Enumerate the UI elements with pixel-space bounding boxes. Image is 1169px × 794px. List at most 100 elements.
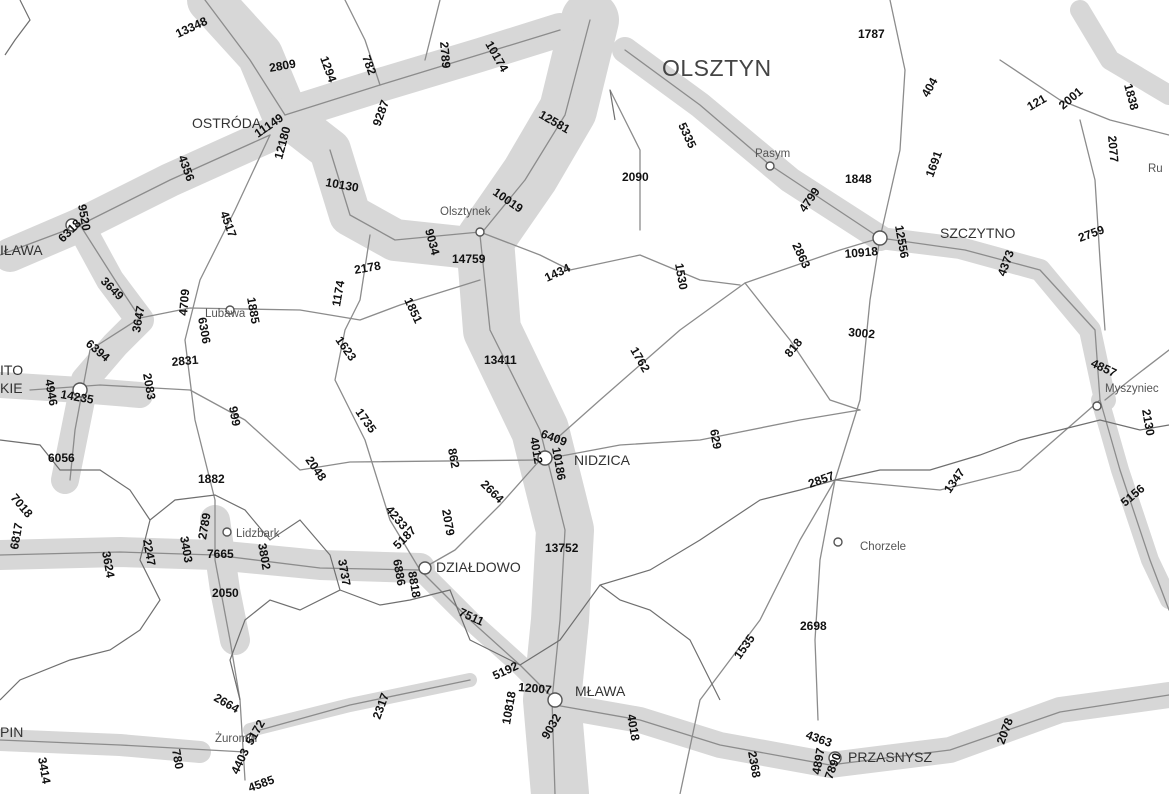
count-label: 2831 [171,353,199,369]
count-label: 782 [359,53,379,77]
road-13 [744,282,861,411]
road-19 [139,279,481,321]
road-31 [1104,349,1169,401]
count-label: 3624 [99,550,117,579]
count-label: 4946 [42,378,60,407]
band-lidzbark-south [200,505,250,655]
marker-przasnysz [828,751,842,765]
city-ilawa-edge: IŁAWA [0,242,43,258]
count-label: 6056 [48,451,75,465]
count-label: 2050 [212,586,239,600]
band-szczytno-ne [1070,0,1169,105]
road-24 [0,551,421,571]
marker-lubawa [225,305,235,315]
city-zuromin: Żuromin [215,732,257,745]
road-14 [1079,119,1106,331]
road-15 [999,59,1169,136]
count-label: 3737 [335,558,353,587]
count-label: 4517 [217,209,239,239]
road-3 [329,149,481,241]
road-27 [679,479,836,794]
city-mlawa: MŁAWA [575,683,626,699]
marker-zuromin [245,733,255,743]
count-label: 13348 [173,14,209,41]
count-label: 2368 [745,750,763,779]
count-label: 862 [445,447,462,469]
count-label: 1174 [329,279,347,307]
road-12 [554,237,881,441]
count-label: 4897 [809,746,827,775]
count-label: 4018 [624,713,642,742]
count-label: 12007 [518,680,553,697]
count-label: 1838 [1121,82,1142,112]
road-1 [204,0,286,116]
count-label: 1882 [198,472,225,486]
count-label: 6306 [195,316,213,345]
count-label: 10130 [324,175,360,195]
marker-pasym [765,161,775,171]
band-ostroda-olsztynek [264,94,491,269]
road-28 [259,679,471,731]
count-label: 4585 [246,772,276,794]
count-label: 2759 [1076,222,1106,244]
road-21 [29,384,541,471]
count-label: 4403 [228,746,252,776]
marker-myszyniec [1092,401,1102,411]
count-label: 3647 [129,304,147,333]
count-label: 2698 [800,619,827,633]
count-label: 10186 [549,446,569,482]
city-ostroda: OSTRÓDA [192,115,262,131]
count-label: 6886 [390,558,408,587]
city-west-edge-2: KIE [0,380,23,396]
count-label: 1691 [923,149,945,179]
road-22 [419,459,541,571]
marker-nidzica [537,450,553,466]
count-label: 2247 [140,538,158,567]
count-label: 6817 [7,521,25,550]
count-label: 12556 [892,224,912,260]
marker-szczytno [872,230,888,246]
count-label: 5335 [675,120,699,150]
road-16 [0,134,271,256]
city-pasym: Pasym [755,148,790,160]
marker-chorzele [833,537,843,547]
count-label: 999 [226,405,243,427]
count-label: 2079 [439,508,457,537]
road-20 [334,234,421,571]
count-label: 4709 [176,288,192,316]
road-s7 [479,19,591,794]
count-label: 629 [707,428,724,450]
count-label: 2077 [1105,135,1121,163]
count-label: 13411 [484,353,517,367]
voivodeship-border [0,419,1169,701]
road-26 [554,694,1169,766]
count-label: 3002 [848,325,876,341]
count-label: 1623 [333,334,360,364]
count-label: 2789 [195,511,213,540]
city-przasnysz: PRZASNYSZ [848,749,932,765]
count-label: 1787 [858,27,885,41]
road-23 [539,409,861,461]
count-label: 2130 [1139,408,1157,437]
city-labels: OLSZTYN OSTRÓDA NIDZICA DZIAŁDOWO MŁAWA … [0,55,1163,765]
count-label: 1347 [941,466,968,496]
city-chorzele: Chorzele [860,541,906,553]
count-label: 10918 [844,244,879,261]
count-label: 3403 [177,535,195,564]
marker-ilawa [65,218,79,232]
road-29 [0,739,246,753]
count-label: 8818 [405,570,423,599]
city-ru-edge: Ru [1148,163,1163,175]
count-label: 2809 [268,56,297,74]
count-label: 1885 [244,296,262,325]
count-label: 9520 [75,203,93,232]
count-label: 2857 [806,468,836,490]
marker-lidzbark [222,527,232,537]
count-label: 121 [1025,91,1050,113]
band-ostroda-nw [187,0,308,138]
count-label: 404 [918,75,940,100]
marker-west-mid [72,382,88,398]
count-label: 1848 [845,172,872,186]
